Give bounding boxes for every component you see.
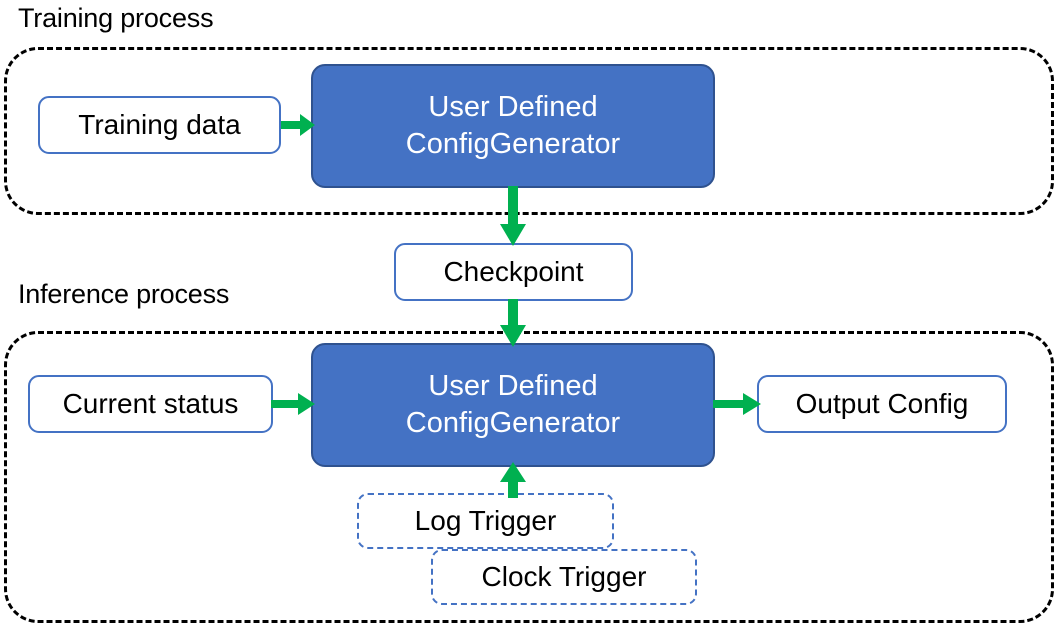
arrow-checkpoint-to-generator-icon (498, 299, 528, 347)
node-checkpoint[interactable]: Checkpoint (394, 243, 633, 301)
node-current-status[interactable]: Current status (28, 375, 273, 433)
arrow-current-status-to-generator-icon (271, 389, 315, 419)
training-process-container (4, 47, 1054, 215)
generator-training-line-1: User Defined (428, 90, 598, 123)
inference-process-label: Inference process (18, 279, 230, 309)
node-log-trigger[interactable]: Log Trigger (357, 493, 614, 549)
node-training-data[interactable]: Training data (38, 96, 281, 154)
node-current-status-label: Current status (62, 387, 239, 419)
node-output-config-label: Output Config (795, 387, 969, 419)
node-clock-trigger-label: Clock Trigger (481, 560, 647, 592)
arrow-log-trigger-to-generator-icon (498, 462, 528, 498)
arrow-training-data-to-generator-icon (281, 110, 315, 140)
inference-process-container (4, 331, 1054, 623)
node-checkpoint-label: Checkpoint (443, 255, 584, 287)
node-log-trigger-label: Log Trigger (414, 504, 557, 536)
node-user-defined-config-generator-inference[interactable]: User Defined ConfigGenerator (311, 343, 715, 467)
arrow-generator-to-output-config-icon (713, 389, 761, 419)
generator-inference-line-2: ConfigGenerator (405, 407, 621, 439)
node-output-config[interactable]: Output Config (757, 375, 1007, 433)
training-process-label: Training process (18, 3, 214, 33)
node-training-data-label: Training data (78, 108, 241, 140)
generator-training-line-2: ConfigGenerator (405, 128, 621, 160)
arrow-generator-to-checkpoint-icon (498, 186, 528, 246)
generator-inference-line-1: User Defined (428, 369, 598, 402)
node-clock-trigger[interactable]: Clock Trigger (431, 549, 697, 605)
node-user-defined-config-generator-training[interactable]: User Defined ConfigGenerator (311, 64, 715, 188)
